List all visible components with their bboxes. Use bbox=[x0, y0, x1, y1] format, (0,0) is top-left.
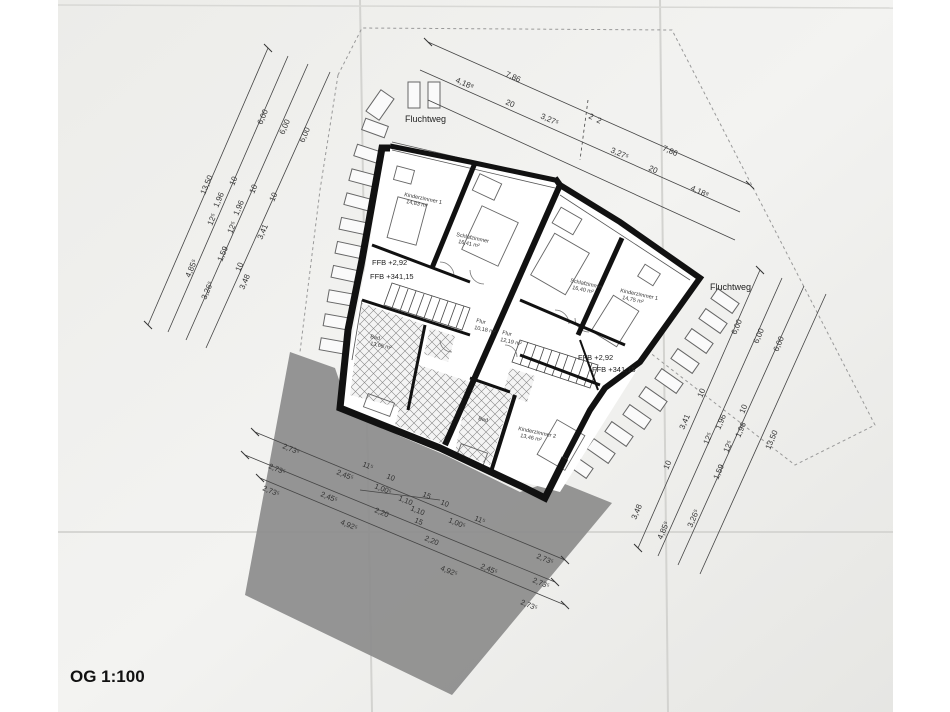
room-name: Flur bbox=[502, 330, 513, 338]
room-area: 10,18 m² bbox=[474, 325, 497, 335]
dimension-lines-bottom bbox=[244, 431, 566, 606]
dimension-ticks bbox=[143, 37, 765, 610]
terrace-area bbox=[245, 352, 612, 695]
room-area: 14,83 m² bbox=[406, 199, 429, 209]
floor-level-label: FFB +341,15 bbox=[592, 365, 636, 374]
room-labels: Kinderzimmer 1 14,83 m² Schlafzimmer 16,… bbox=[370, 192, 659, 443]
dim-label: 2 bbox=[595, 116, 603, 126]
room-area: 16,41 m² bbox=[458, 239, 481, 249]
dim-label: 10 bbox=[248, 183, 260, 195]
dim-label: 11⁵ bbox=[361, 460, 374, 472]
dimension-lines-left bbox=[147, 47, 331, 349]
dim-label: 12⁵ bbox=[722, 439, 735, 454]
dim-label: 10 bbox=[738, 403, 750, 415]
shaft-left bbox=[424, 328, 455, 362]
shaft-right bbox=[503, 368, 535, 402]
escape-route-label: Fluchtweg bbox=[710, 282, 751, 292]
plan-title: OG 1:100 bbox=[70, 667, 145, 686]
dim-label: 20 bbox=[504, 98, 516, 110]
dimension-lines-top bbox=[419, 41, 751, 241]
parking-stalls-left bbox=[318, 81, 441, 355]
fold-line bbox=[659, 0, 669, 712]
floor-level-label: FFB +2,92 bbox=[372, 258, 407, 267]
property-line bbox=[299, 74, 339, 353]
room-area: 12,19 m² bbox=[500, 337, 523, 347]
parking-stalls-right bbox=[564, 287, 740, 480]
room-area: 13,46 m² bbox=[520, 433, 543, 443]
dim-label: 10 bbox=[385, 472, 396, 483]
dim-label: 10 bbox=[228, 175, 240, 187]
escape-route-label: Fluchtweg bbox=[405, 114, 446, 124]
dim-label: 15 bbox=[421, 490, 432, 501]
room-name: Bad bbox=[478, 416, 489, 424]
floor-level-label: FFB +2,92 bbox=[578, 353, 613, 362]
room-name: Bad bbox=[370, 334, 381, 342]
dim-label: 20 bbox=[647, 164, 659, 176]
dim-label: 10 bbox=[268, 191, 280, 203]
room-area: 16,40 m² bbox=[572, 285, 595, 295]
furniture bbox=[362, 165, 661, 471]
dim-label: 10 bbox=[662, 459, 674, 471]
staircase-left bbox=[383, 282, 471, 331]
dim-label: 2 bbox=[587, 112, 595, 122]
dim-label: 12⁵ bbox=[206, 212, 219, 227]
dim-label: 11⁵ bbox=[473, 514, 486, 526]
dim-label: 10 bbox=[439, 498, 450, 509]
property-line bbox=[337, 27, 876, 466]
walls bbox=[336, 143, 705, 503]
room-area: 13,65 m² bbox=[370, 341, 393, 351]
floor-level-label: FFB +341,15 bbox=[370, 272, 414, 281]
dim-label: 12⁵ bbox=[226, 220, 239, 235]
dim-label: 12⁵ bbox=[702, 431, 715, 446]
dimension-lines-right bbox=[637, 269, 827, 575]
room-area: 14,75 m² bbox=[622, 295, 645, 305]
fold-line bbox=[57, 4, 894, 9]
plan-annotations: Fluchtweg Fluchtweg FFB +2,92 FFB +341,1… bbox=[370, 114, 751, 374]
dim-label: 10 bbox=[234, 261, 246, 273]
dim-label: 15 bbox=[413, 516, 424, 527]
room-name: Flur bbox=[476, 318, 487, 326]
dim-label: 10 bbox=[696, 387, 708, 399]
staircase-right bbox=[511, 339, 599, 389]
bath-tiles-right bbox=[455, 380, 512, 465]
